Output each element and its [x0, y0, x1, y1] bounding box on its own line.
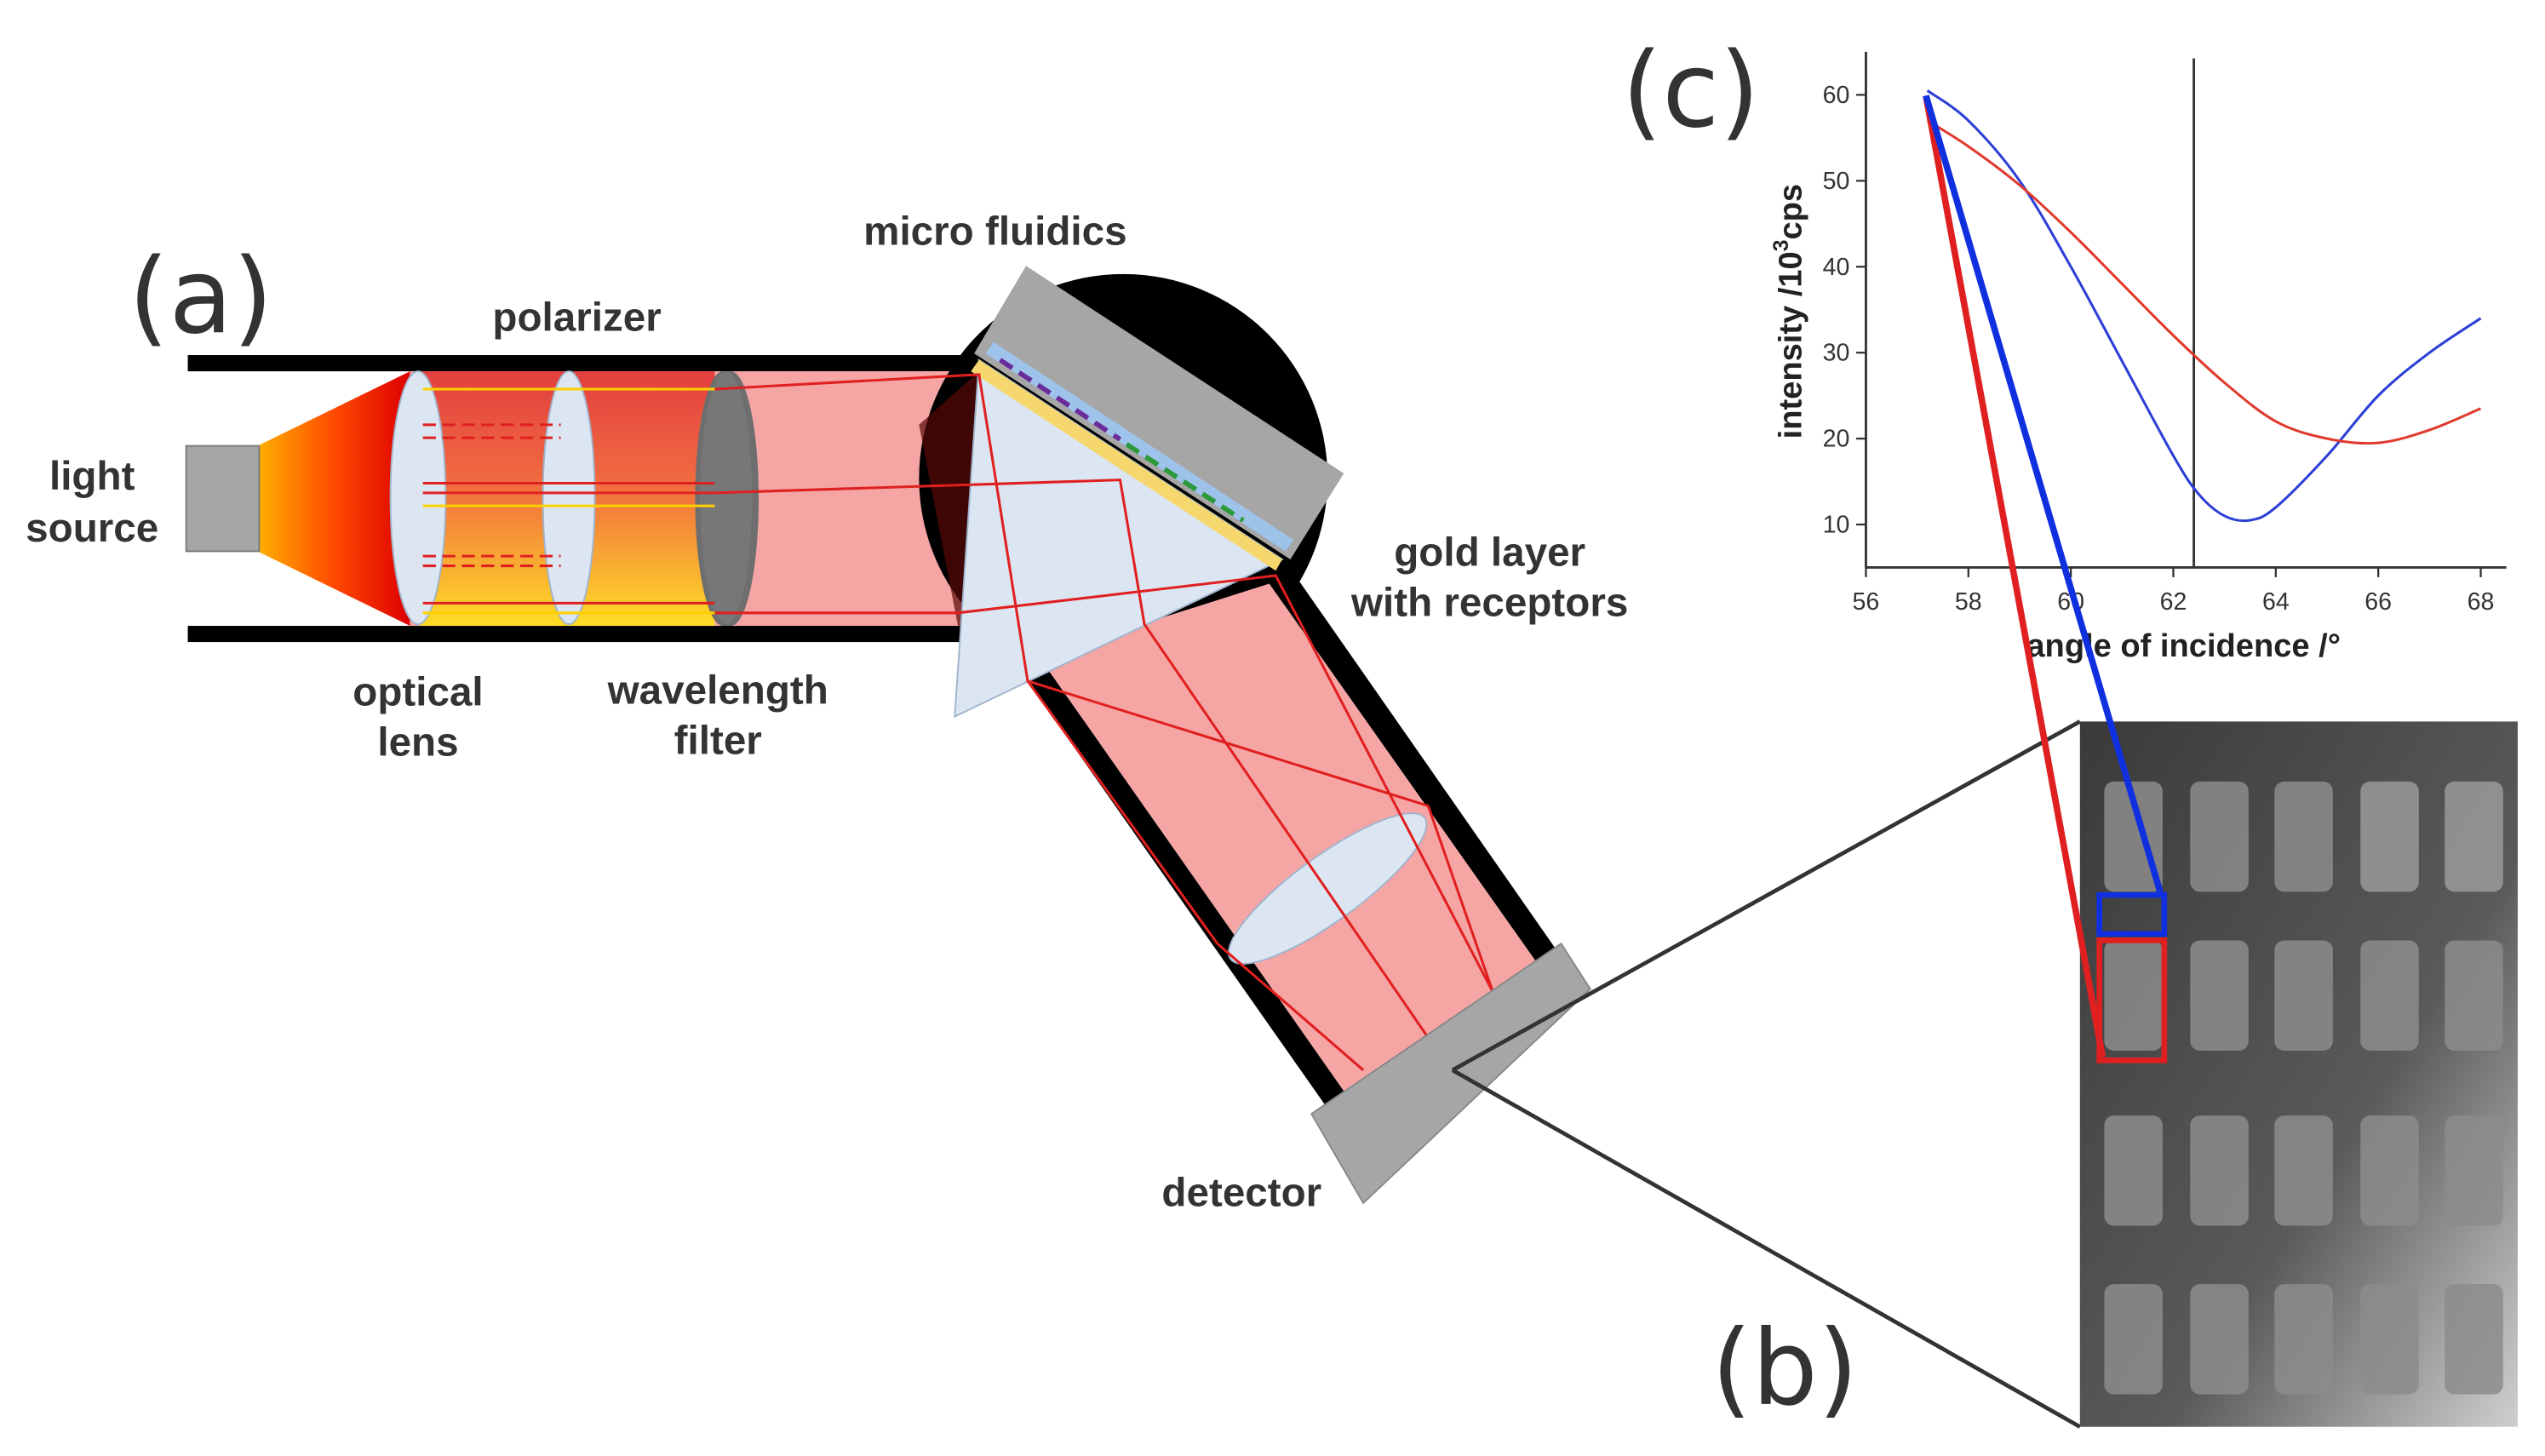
y-tick-label: 30 — [1823, 340, 1850, 367]
sensor-spot — [2104, 1115, 2163, 1226]
sensor-spot — [2445, 781, 2503, 892]
sensor-spot — [2274, 781, 2333, 892]
blue-series-line — [1926, 89, 2482, 523]
sensor-spot — [2274, 940, 2333, 1051]
polarized-rays — [422, 387, 715, 615]
sensor-spot — [2274, 1284, 2333, 1395]
zoom-line-bottom — [1451, 1068, 2081, 1429]
source-light-cone — [257, 371, 410, 627]
beam-in-stage — [919, 371, 979, 627]
optical-lens-label-line1: optical — [353, 669, 483, 714]
detector-label: detector — [1161, 1171, 1321, 1216]
sensor-spot — [2104, 1284, 2163, 1395]
chart-series — [1926, 89, 2482, 523]
x-tick-label: 58 — [1955, 588, 1982, 616]
wavelength-filter-label-line1: wavelength — [607, 668, 828, 713]
blue-roi-box — [2096, 891, 2168, 937]
light-source-box — [185, 444, 261, 553]
panel-label-b: (b) — [1711, 1308, 1858, 1429]
gold-layer-label-line1: gold layer — [1394, 530, 1585, 576]
optical-lens — [389, 370, 447, 626]
reflected-beam — [1039, 583, 1542, 1119]
y-tick-label: 60 — [1823, 82, 1850, 109]
spot-array — [2104, 781, 2503, 1395]
spr-image-panel: (b) — [1711, 721, 2518, 1429]
sensor-spot — [2190, 1284, 2249, 1395]
sensor-spot — [2104, 940, 2163, 1051]
sensor-spot — [2360, 1115, 2419, 1226]
x-tick-label: 64 — [2262, 588, 2290, 616]
micro-fluidics-cell — [974, 266, 1344, 559]
light-source-label-line2: source — [26, 506, 158, 551]
housing-top-rail — [187, 355, 979, 372]
sensor-spot — [2360, 940, 2419, 1051]
y-axis-label: intensity /103cps — [1770, 184, 1808, 439]
blue-correlation-line — [1923, 95, 2164, 897]
ray-paths — [714, 373, 1494, 1071]
y-tick-label: 40 — [1823, 254, 1850, 281]
gold-layer-label-line2: with receptors — [1350, 581, 1628, 626]
y-tick-label: 10 — [1823, 512, 1850, 539]
detector-block — [1310, 942, 1591, 1205]
y-tick-label: 20 — [1823, 426, 1850, 453]
panel-label-c: (c) — [1622, 31, 1760, 152]
micro-fluidics-label: micro fluidics — [863, 209, 1126, 255]
sensor-spot — [2190, 781, 2249, 892]
sensor-spot — [2360, 1284, 2419, 1395]
sensor-spot — [2360, 781, 2419, 892]
housing-bottom-rail — [187, 626, 979, 643]
receptor-dashes-purple — [999, 358, 1122, 442]
y-tick-label: 50 — [1823, 168, 1850, 195]
polarizer-disc — [542, 370, 596, 626]
light-source-label-line1: light — [49, 454, 135, 499]
receptor-layer — [985, 341, 1294, 552]
x-tick-label: 62 — [2160, 588, 2187, 616]
sensor-spot — [2190, 940, 2249, 1051]
sensor-spot — [2104, 781, 2163, 892]
sensor-spot — [2445, 1284, 2503, 1395]
red-correlation-line — [1923, 95, 2107, 1058]
x-tick-label: 66 — [2364, 588, 2392, 616]
x-tick-label: 68 — [2468, 588, 2495, 616]
sensor-setup: light source polarizer optical lens wave… — [26, 209, 2081, 1429]
sensor-spot — [2445, 940, 2503, 1051]
sensor-spot — [2274, 1115, 2333, 1226]
detector-arm-left-rail — [1019, 656, 1364, 1132]
gold-layer — [971, 359, 1282, 571]
red-series-line — [1926, 119, 2482, 445]
receptor-dashes-green — [1125, 442, 1245, 523]
wavelength-filter-face — [700, 371, 753, 625]
red-roi-box — [2096, 937, 2168, 1063]
wavelength-filter-label-line2: filter — [674, 718, 762, 763]
sensor-spot — [2190, 1115, 2249, 1226]
sensor-spot — [2445, 1115, 2503, 1226]
x-tick-label: 56 — [1853, 588, 1880, 616]
detector-arm-right-rail — [1269, 570, 1562, 970]
zoom-line-top — [1451, 719, 2081, 1072]
panel-label-a: (a) — [129, 236, 273, 357]
optical-lens-label-line2: lens — [377, 719, 458, 765]
polarizer-label: polarizer — [492, 295, 661, 340]
x-axis-label: angle of incidence /° — [2026, 628, 2341, 664]
